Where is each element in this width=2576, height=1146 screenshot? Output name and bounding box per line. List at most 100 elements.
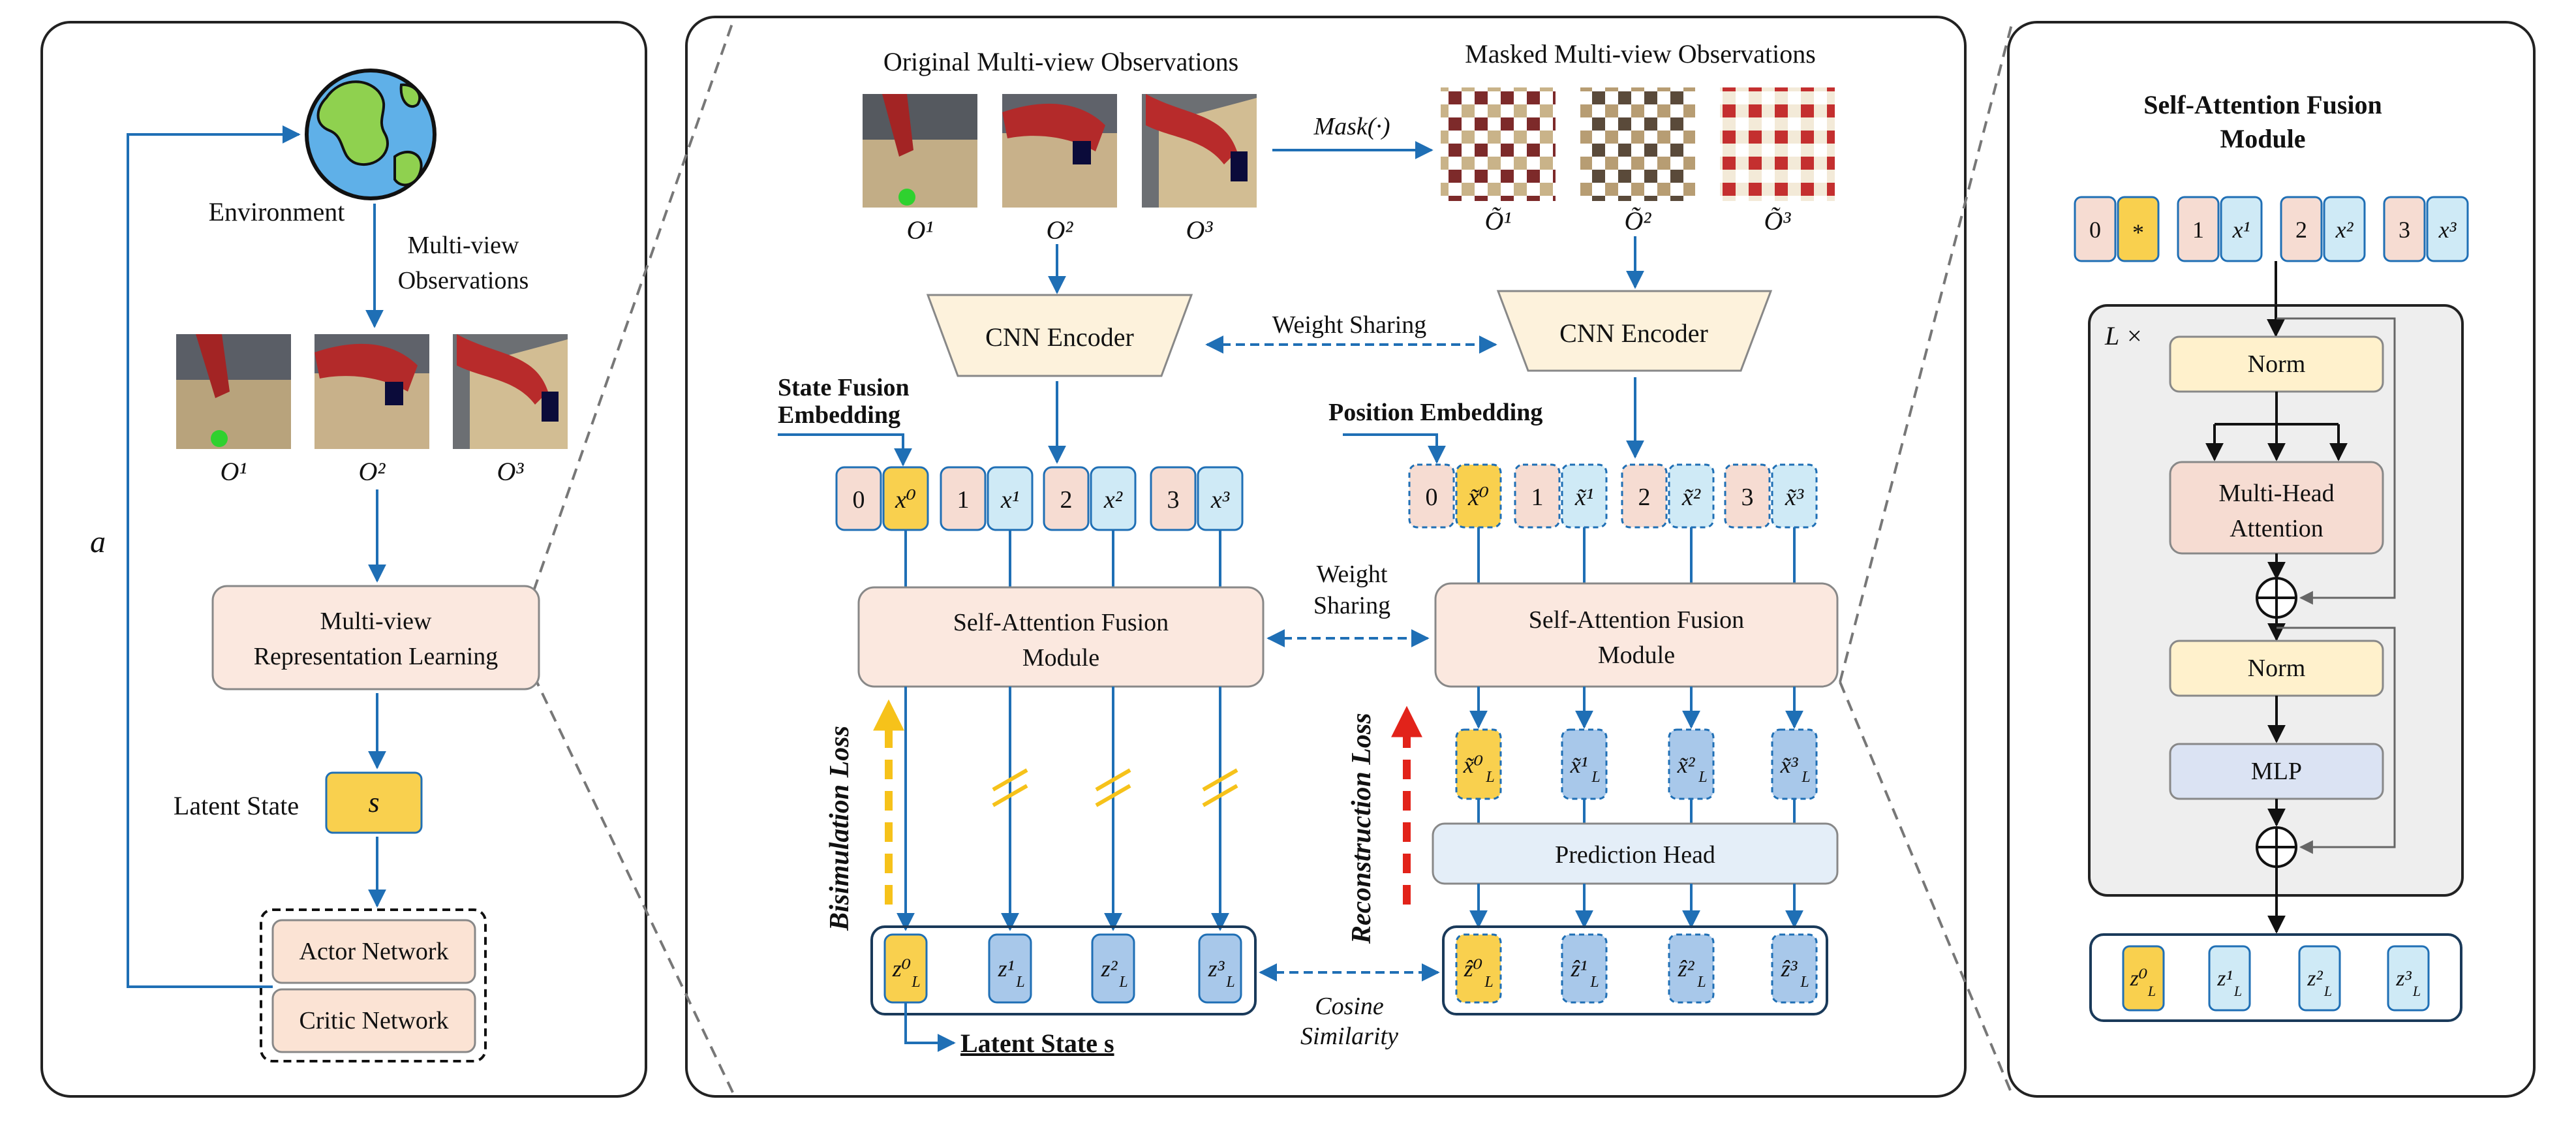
svg-text:L: L <box>2412 983 2421 999</box>
mha-label: Multi-Head <box>2218 480 2334 507</box>
svg-text:L: L <box>1015 974 1024 991</box>
latent-token: ẑ¹ L <box>1561 933 1608 1004</box>
token-pair: 1 x̃¹ <box>1514 463 1608 529</box>
stop-gradient-mark <box>992 768 1238 807</box>
latent-group-right <box>1442 925 1828 1015</box>
token-index: 2 <box>1638 484 1651 511</box>
output-token: z¹ L <box>2208 945 2251 1012</box>
masked-title: Masked Multi-view Observations <box>1465 39 1816 69</box>
globe-icon <box>305 69 437 200</box>
token-feature: x̃³ <box>1785 484 1804 511</box>
masked-label: Õ² <box>1625 206 1652 236</box>
token-index: 3 <box>1167 486 1180 514</box>
cnn-encoder-label: CNN Encoder <box>985 322 1134 352</box>
latent-state-out: Latent State s <box>960 1029 1114 1058</box>
obs-label-1: O¹ <box>221 457 247 486</box>
svg-text:L: L <box>1696 974 1706 991</box>
svg-text:z²: z² <box>1101 955 1118 982</box>
actor-network-box <box>271 919 476 984</box>
safm-label: Module <box>1022 644 1099 672</box>
svg-text:x̃¹: x̃¹ <box>1570 752 1588 778</box>
masked-label: Õ³ <box>1764 206 1792 236</box>
latent-token: z³ L <box>1198 933 1242 1004</box>
safm-label: Module <box>1598 642 1675 669</box>
svg-text:ẑ³: ẑ³ <box>1781 955 1798 982</box>
cosine-label: Similarity <box>1300 1023 1398 1050</box>
residual-connection <box>2277 317 2396 605</box>
zoom-line <box>1839 22 2014 683</box>
token-pair: 1 x¹ <box>940 466 1034 531</box>
norm-label: Norm <box>2248 350 2306 378</box>
svg-text:z³: z³ <box>2395 967 2412 991</box>
svg-text:2: 2 <box>2295 217 2307 243</box>
mvrl-box <box>211 585 540 690</box>
critic-network-label: Critic Network <box>299 1007 448 1034</box>
critic-network-box <box>271 988 476 1053</box>
latent-state-box <box>325 771 423 834</box>
svg-text:L: L <box>1485 769 1494 786</box>
output-token: z⁰ L <box>2122 945 2165 1012</box>
svg-text:x̃³: x̃³ <box>1780 752 1799 778</box>
latent-token: ẑ² L <box>1668 933 1715 1004</box>
svg-text:ẑ¹: ẑ¹ <box>1571 955 1587 982</box>
token-index: 3 <box>1741 484 1754 511</box>
latent-token: ẑ⁰ L <box>1455 933 1502 1004</box>
output-token: z³ L <box>2387 945 2430 1012</box>
original-image <box>1142 94 1257 208</box>
latent-token: z² L <box>1091 933 1135 1004</box>
latent-group-left <box>870 925 1257 1015</box>
cnn-encoder-right <box>1496 290 1773 372</box>
token-feature: x¹ <box>1000 486 1019 514</box>
pre-head-token: x̃³ L <box>1771 728 1818 800</box>
svg-text:L: L <box>1118 974 1127 991</box>
token-index: 2 <box>1060 486 1073 514</box>
svg-text:ẑ²: ẑ² <box>1678 955 1695 982</box>
prediction-head <box>1432 822 1839 885</box>
zoom-line <box>532 18 735 591</box>
token-feature: x̃¹ <box>1574 484 1593 511</box>
input-token-pair: 2 x² <box>2280 196 2366 262</box>
safm-left <box>857 586 1265 688</box>
zoom-line <box>1839 681 2014 1096</box>
latent-state-label: Latent State <box>174 791 299 820</box>
orig-label: O³ <box>1186 215 1214 245</box>
environment-label: Environment <box>209 197 345 226</box>
masked-image <box>1720 87 1835 201</box>
svg-text:L: L <box>1484 974 1493 991</box>
action-loop-arrow <box>127 125 301 988</box>
weight-sharing-label: Weight Sharing <box>1272 311 1427 339</box>
svg-text:L: L <box>2147 983 2156 999</box>
obs-label-3: O³ <box>497 457 525 486</box>
token-feature: x̃² <box>1681 484 1701 511</box>
latent-token: z¹ L <box>988 933 1032 1004</box>
mvrl-label: Multi-view <box>320 608 433 635</box>
bisim-loss-label: Bisimulation Loss <box>825 726 855 931</box>
svg-text:0: 0 <box>2089 217 2101 243</box>
recon-loss-label: Reconstruction Loss <box>1347 713 1377 944</box>
svg-text:L: L <box>2323 983 2332 999</box>
svg-text:*: * <box>2132 219 2144 245</box>
svg-text:3: 3 <box>2399 217 2410 243</box>
orig-label: O² <box>1047 215 1074 245</box>
svg-text:L: L <box>1591 769 1600 786</box>
residual-connection <box>2277 627 2396 854</box>
observations-label: Observations <box>398 267 529 294</box>
output-group <box>2089 933 2462 1022</box>
latent-symbol: s <box>368 786 379 818</box>
svg-text:L: L <box>1589 974 1599 991</box>
position-embedding-label: Position Embedding <box>1328 399 1542 426</box>
pre-head-token: x̃² L <box>1668 728 1715 800</box>
token-pair: 3 x³ <box>1150 466 1244 531</box>
obs-label-2: O² <box>359 457 386 486</box>
svg-text:L: L <box>1698 769 1707 786</box>
pre-head-token: x̃¹ L <box>1561 728 1608 800</box>
svg-text:1: 1 <box>2192 217 2204 243</box>
norm-label: Norm <box>2248 655 2306 682</box>
cnn-encoder-label: CNN Encoder <box>1559 318 1708 348</box>
svg-text:L: L <box>2233 983 2242 999</box>
token-index: 1 <box>957 486 970 514</box>
original-image <box>1002 94 1117 208</box>
original-image <box>863 94 977 208</box>
actor-network-label: Actor Network <box>299 938 449 965</box>
safm-label: Self-Attention Fusion <box>1529 606 1744 634</box>
